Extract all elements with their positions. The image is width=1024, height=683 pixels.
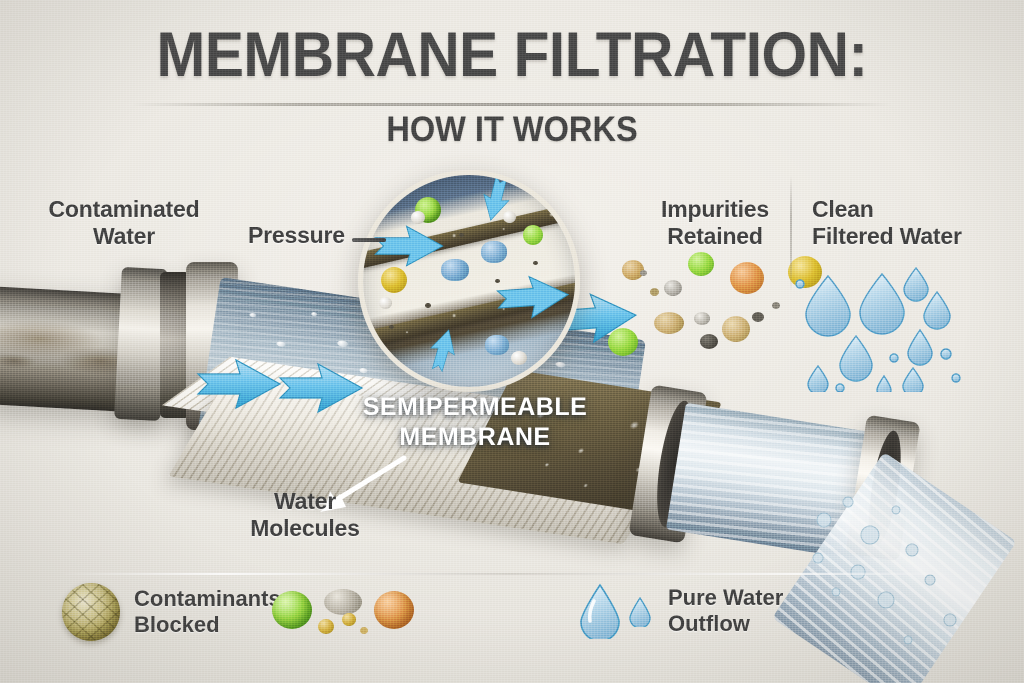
legend-contaminant-samples — [272, 585, 432, 645]
label-line: MEMBRANE — [399, 423, 551, 451]
label-line: Water — [92, 222, 156, 249]
speckle — [389, 325, 394, 329]
speckle — [401, 245, 406, 249]
contaminant-particle-yellow — [381, 267, 407, 293]
speckle — [495, 279, 500, 283]
label-pressure: Pressure — [248, 222, 345, 248]
magnifier-contents — [363, 175, 575, 387]
mineral-particle-gray — [752, 312, 764, 322]
label-contaminated-water: Contaminated Water — [24, 196, 224, 249]
contaminant-particle-orange — [374, 591, 414, 629]
label-line: Clean — [812, 196, 874, 222]
contaminant-particle-gold — [342, 613, 356, 626]
speckle — [640, 270, 647, 276]
membrane-band — [363, 196, 575, 274]
retained-impurities-field — [596, 250, 822, 390]
mineral-particle-gray — [700, 334, 718, 349]
legend-label: Pure Water Outflow — [668, 585, 783, 637]
speckle — [772, 302, 780, 309]
clean-water-droplets — [795, 266, 961, 392]
contaminant-sphere-icon — [62, 583, 120, 641]
speckle — [650, 288, 659, 296]
contaminant-particle-tan — [654, 312, 684, 334]
molecule-cluster-blue — [441, 259, 469, 281]
legend-item-contaminants-blocked: Contaminants Blocked — [62, 583, 281, 641]
legend-divider — [60, 573, 960, 575]
mineral-particle-white — [503, 211, 516, 223]
splash-droplets — [812, 496, 957, 645]
label-line: Molecules — [250, 514, 360, 541]
mineral-particle-gray — [324, 589, 362, 615]
speckle — [360, 627, 368, 634]
label-line: Retained — [667, 222, 763, 249]
speckle — [425, 303, 431, 308]
label-semipermeable-membrane: SEMIPERMEABLE MEMBRANE — [330, 392, 620, 452]
mineral-particle-white — [411, 211, 425, 224]
mineral-particle-white — [511, 351, 527, 365]
label-clean-filtered-water: Clean Filtered Water — [812, 196, 1002, 249]
legend-label: Contaminants Blocked — [134, 586, 281, 638]
label-line: Contaminated — [48, 196, 200, 222]
magnified-membrane-detail — [358, 170, 580, 392]
water-drop-icon — [580, 583, 620, 639]
mineral-particle-white — [379, 297, 392, 309]
mineral-particle-gray — [664, 280, 682, 296]
mineral-particle-gray — [694, 312, 710, 325]
label-line: Filtered Water — [812, 222, 962, 249]
legend-line: Outflow — [668, 611, 750, 636]
speckle — [459, 233, 464, 237]
contaminant-particle-orange — [730, 262, 764, 294]
label-line: SEMIPERMEABLE — [362, 393, 588, 421]
legend-line: Contaminants — [134, 586, 281, 612]
page-subtitle: HOW IT WORKS — [386, 110, 638, 149]
contaminant-particle-yellow — [788, 256, 822, 288]
legend-line: Blocked — [134, 612, 220, 637]
legend-item-pure-water-outflow: Pure Water Outflow — [578, 583, 783, 639]
pressure-leader-line — [352, 238, 386, 242]
title-divider — [132, 103, 892, 106]
contaminant-particle-gold — [318, 619, 334, 634]
section-divider-vertical — [790, 176, 792, 291]
molecule-cluster-blue — [481, 241, 507, 263]
label-water-molecules: Water Molecules — [225, 488, 385, 541]
contaminant-particle-tan — [722, 316, 750, 342]
contaminant-particle-green — [688, 252, 714, 276]
contaminant-particle-green — [523, 225, 543, 245]
legend-line: Pure Water — [668, 585, 784, 611]
molecule-cluster-blue — [485, 335, 509, 355]
page-title: MEMBRANE FILTRATION: — [156, 20, 868, 90]
contaminant-particle-green — [272, 591, 312, 629]
contaminant-particle-green — [608, 328, 638, 356]
label-line: Impurities — [661, 196, 769, 222]
label-line: Water — [273, 488, 337, 514]
contaminant-particle-tan — [622, 260, 644, 280]
water-drop-icon-small — [629, 596, 651, 627]
label-impurities-retained: Impurities Retained — [640, 196, 790, 249]
speckle — [533, 261, 538, 265]
